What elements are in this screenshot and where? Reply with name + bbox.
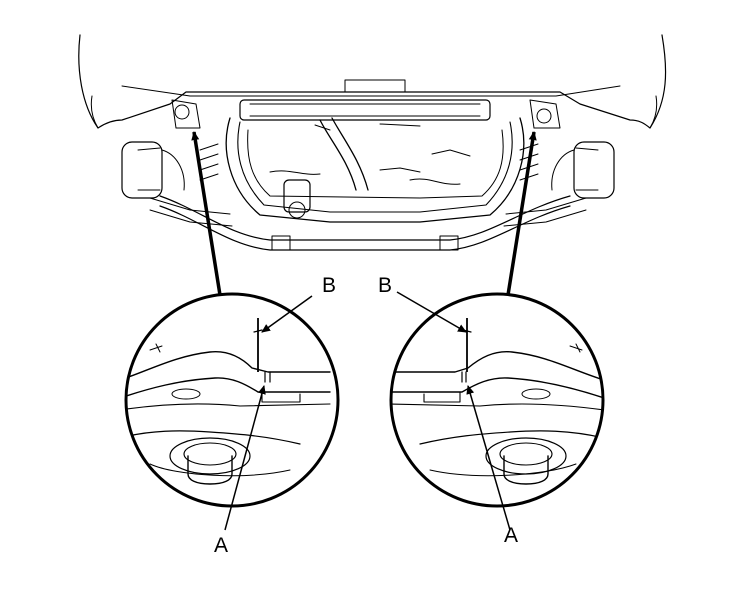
right-callout-b: B — [378, 274, 392, 297]
left-wheel-hub — [121, 99, 233, 227]
left-callout-b: B — [322, 274, 336, 297]
left-leader-arrow — [191, 131, 222, 296]
left-detail-view: B A — [124, 274, 340, 557]
right-callout-a: A — [504, 524, 518, 547]
vehicle-underside — [78, 34, 667, 251]
right-detail-view: B A — [378, 274, 605, 547]
left-callout-a: A — [214, 534, 228, 557]
right-leader-arrow — [506, 131, 537, 296]
